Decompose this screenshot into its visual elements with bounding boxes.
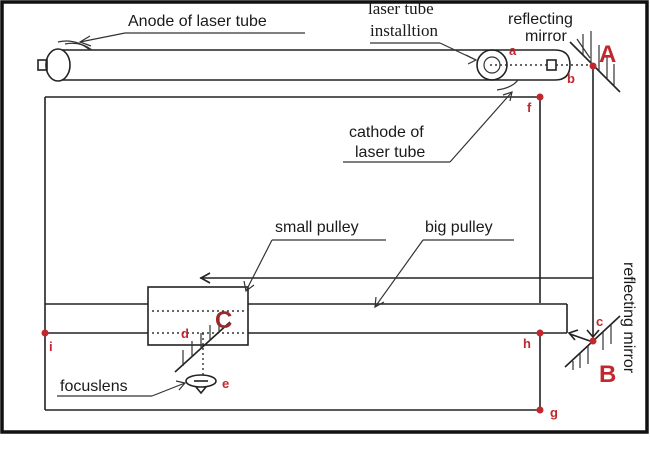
label-installation-line1: laser tube <box>368 0 434 18</box>
beam-arrow-down <box>586 329 600 339</box>
label-focus-lens: focuslens <box>60 378 128 395</box>
label-installation-line2: installtion <box>370 21 439 40</box>
gantry-frame <box>44 96 541 411</box>
beam-B-h <box>569 333 591 342</box>
belt-arrow-left <box>199 272 211 284</box>
beam-points <box>41 62 597 414</box>
point-label-h: h <box>523 336 531 351</box>
point-label-d: d <box>181 326 189 341</box>
mirror-C <box>174 318 231 373</box>
point-g-marker <box>536 406 544 414</box>
point-label-b: b <box>567 71 575 86</box>
focus-lens <box>185 374 217 395</box>
mirror-label-C: C <box>215 307 232 334</box>
label-big-pulley: big pulley <box>425 219 493 236</box>
label-small-pulley: small pulley <box>275 219 359 236</box>
point-c-marker <box>589 337 597 345</box>
point-i-marker <box>41 329 49 337</box>
point-h-marker <box>536 329 544 337</box>
laser-tube <box>37 48 571 82</box>
label-mirror-top-line1: reflecting <box>508 11 573 28</box>
mirror-label-B: B <box>599 361 616 388</box>
point-label-g: g <box>550 405 558 420</box>
laser-head-carriage <box>147 286 249 346</box>
leader-lines <box>57 32 591 397</box>
point-label-f: f <box>527 100 532 115</box>
point-label-i: i <box>49 339 53 354</box>
point-label-a: a <box>509 43 517 58</box>
label-mirror-top-line2: mirror <box>525 28 567 45</box>
point-f-marker <box>536 93 544 101</box>
mirror-label-A: A <box>599 41 616 68</box>
label-cathode-line2: laser tube <box>355 144 425 161</box>
label-mirror-side: reflecting mirror <box>620 262 637 374</box>
point-A-marker <box>589 62 597 70</box>
tube-output-nozzle <box>546 59 557 71</box>
beam-arrow-left <box>567 329 579 341</box>
label-anode: Anode of laser tube <box>128 13 267 30</box>
label-cathode-line1: cathode of <box>349 124 424 141</box>
point-label-e: e <box>222 376 229 391</box>
outer-frame <box>0 0 649 434</box>
point-label-c: c <box>596 314 603 329</box>
